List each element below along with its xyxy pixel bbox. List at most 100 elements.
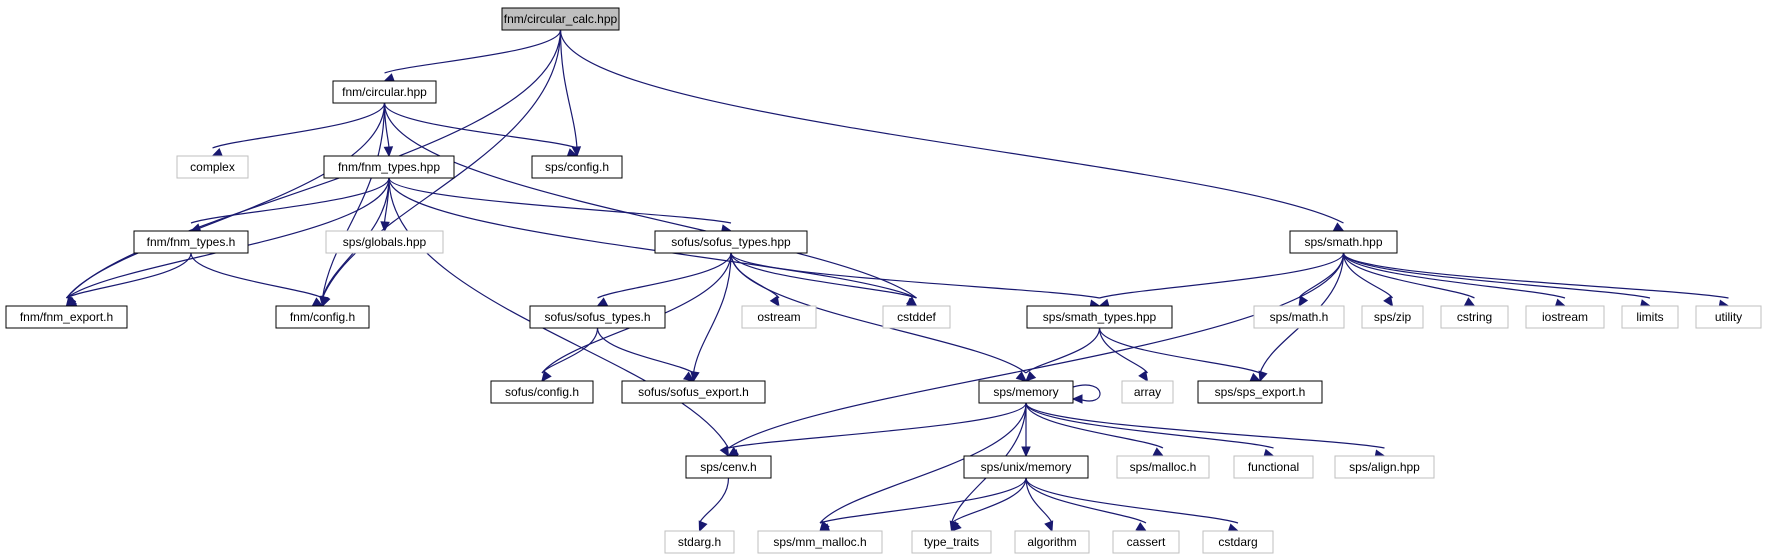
- edge-layer: [65, 29, 1730, 533]
- node-sofus-types-h[interactable]: sofus/sofus_types.h: [529, 305, 666, 329]
- node-sps-cenv[interactable]: sps/cenv.h: [685, 455, 772, 479]
- edge-smath_types-to-sps_export: [1098, 327, 1262, 382]
- node-label: fnm/fnm_export.h: [20, 310, 113, 324]
- node-iostream: iostream: [1525, 305, 1605, 329]
- edge-line: [66, 29, 562, 299]
- edge-circular_calc-to-smath: [559, 29, 1345, 232]
- node-smath-types[interactable]: sps/smath_types.hpp: [1026, 305, 1173, 329]
- node-fnm-types-h[interactable]: fnm/fnm_types.h: [133, 230, 249, 254]
- edge-arrowhead: [1463, 297, 1476, 307]
- node-label: array: [1134, 385, 1161, 399]
- node-sofus-export[interactable]: sofus/sofus_export.h: [621, 380, 766, 404]
- node-cassert: cassert: [1112, 530, 1180, 554]
- edge-line: [190, 177, 390, 224]
- edge-line: [1342, 252, 1729, 299]
- node-box: [741, 305, 817, 329]
- node-box: [332, 80, 437, 104]
- node-unix-memory[interactable]: sps/unix/memory: [963, 455, 1089, 479]
- node-sps-math: sps/math.h: [1253, 305, 1345, 329]
- node-box: [1361, 305, 1424, 329]
- node-label: sps/sps_export.h: [1215, 385, 1306, 399]
- node-label: fnm/config.h: [290, 310, 355, 324]
- node-fnm-config[interactable]: fnm/config.h: [275, 305, 370, 329]
- edge-line: [1025, 477, 1239, 524]
- node-label: sps/unix/memory: [981, 460, 1072, 474]
- edge-smath-to-iostream: [1342, 252, 1567, 308]
- edge-line: [597, 252, 732, 299]
- edge-arrowhead: [383, 73, 396, 83]
- edge-arrowhead: [1258, 370, 1268, 383]
- edge-sofus_types_hpp-to-sofus_types_h: [596, 252, 732, 307]
- node-sps-malloc: sps/malloc.h: [1116, 455, 1210, 479]
- node-sps-zip: sps/zip: [1361, 305, 1424, 329]
- edge-fnm_types_hpp-to-cstddef: [388, 177, 918, 307]
- node-smath[interactable]: sps/smath.hpp: [1289, 230, 1398, 254]
- edge-line: [384, 29, 562, 74]
- node-label: sps/smath_types.hpp: [1043, 310, 1157, 324]
- node-label: sps/mm_malloc.h: [773, 535, 866, 549]
- node-fnm-types-hpp[interactable]: fnm/fnm_types.hpp: [323, 155, 455, 179]
- node-circular[interactable]: fnm/circular.hpp: [332, 80, 437, 104]
- node-sps-config[interactable]: sps/config.h: [531, 155, 623, 179]
- edge-sofus_types_hpp-to-sps_memory: [730, 252, 1027, 382]
- edge-line: [1025, 477, 1053, 524]
- edge-line: [541, 327, 599, 374]
- node-box: [1014, 530, 1090, 554]
- edge-arrowhead: [1152, 447, 1165, 457]
- edge-arrowhead: [1015, 371, 1027, 382]
- edge-arrowhead: [1071, 394, 1083, 404]
- edge-line: [819, 402, 1027, 524]
- edge-circular_calc-to-sps_config: [559, 29, 582, 158]
- edge-sps_memory-to-functional: [1025, 402, 1275, 458]
- node-box: [978, 380, 1074, 404]
- edge-sps_memory-to-sps_memory: [1071, 384, 1101, 404]
- edge-line: [66, 252, 192, 299]
- node-sps-export[interactable]: sps/sps_export.h: [1197, 380, 1323, 404]
- edge-line: [1025, 402, 1274, 449]
- node-label: cassert: [1127, 535, 1166, 549]
- edge-line: [388, 177, 917, 299]
- node-circular-calc[interactable]: fnm/circular_calc.hpp: [501, 7, 620, 31]
- edge-arrowhead: [1044, 520, 1054, 533]
- edge-line: [383, 102, 578, 149]
- node-label: limits: [1636, 310, 1663, 324]
- node-label: algorithm: [1027, 535, 1076, 549]
- edge-sofus_types_h-to-sofus_config: [541, 327, 599, 382]
- edge-circular_calc-to-circular: [383, 29, 562, 83]
- node-label: sps/smath.hpp: [1304, 235, 1382, 249]
- edge-fnm_types_h-to-fnm_config: [190, 252, 324, 307]
- edge-line: [951, 477, 1027, 524]
- node-label: fnm/circular.hpp: [342, 85, 427, 99]
- node-box: [1112, 530, 1180, 554]
- node-box: [325, 230, 444, 254]
- edge-line: [1025, 327, 1101, 374]
- node-box: [323, 155, 455, 179]
- node-sps-align: sps/align.hpp: [1334, 455, 1435, 479]
- node-sps-memory[interactable]: sps/memory: [978, 380, 1074, 404]
- edge-arrowhead: [596, 297, 609, 307]
- edge-arrowhead: [950, 521, 962, 532]
- edge-circular-to-fnm_config: [319, 102, 386, 308]
- node-sofus-types-hpp[interactable]: sofus/sofus_types.hpp: [654, 230, 808, 254]
- edge-sofus_types_hpp-to-smath_types: [730, 252, 1101, 309]
- node-box: [685, 455, 772, 479]
- node-box: [1121, 380, 1174, 404]
- edge-sps_memory-to-sps_malloc: [1025, 402, 1165, 457]
- node-label: type_traits: [924, 535, 979, 549]
- edge-line: [66, 102, 386, 299]
- edge-sps_memory-to-sps_cenv: [727, 402, 1027, 459]
- node-box: [529, 305, 666, 329]
- edge-arrowhead: [211, 147, 224, 157]
- node-array: array: [1121, 380, 1174, 404]
- node-label: stdarg.h: [678, 535, 721, 549]
- node-box: [1253, 305, 1345, 329]
- edge-line: [1098, 327, 1148, 374]
- node-fnm-export[interactable]: fnm/fnm_export.h: [5, 305, 128, 329]
- edge-fnm_types_hpp-to-fnm_types_h: [189, 177, 390, 233]
- edge-arrowhead: [1021, 446, 1031, 458]
- node-sofus-config[interactable]: sofus/config.h: [490, 380, 594, 404]
- node-box: [1026, 305, 1173, 329]
- edge-smath_types-to-sps_memory: [1025, 327, 1101, 382]
- edge-line: [1342, 252, 1393, 299]
- node-label: sps/globals.hpp: [343, 235, 427, 249]
